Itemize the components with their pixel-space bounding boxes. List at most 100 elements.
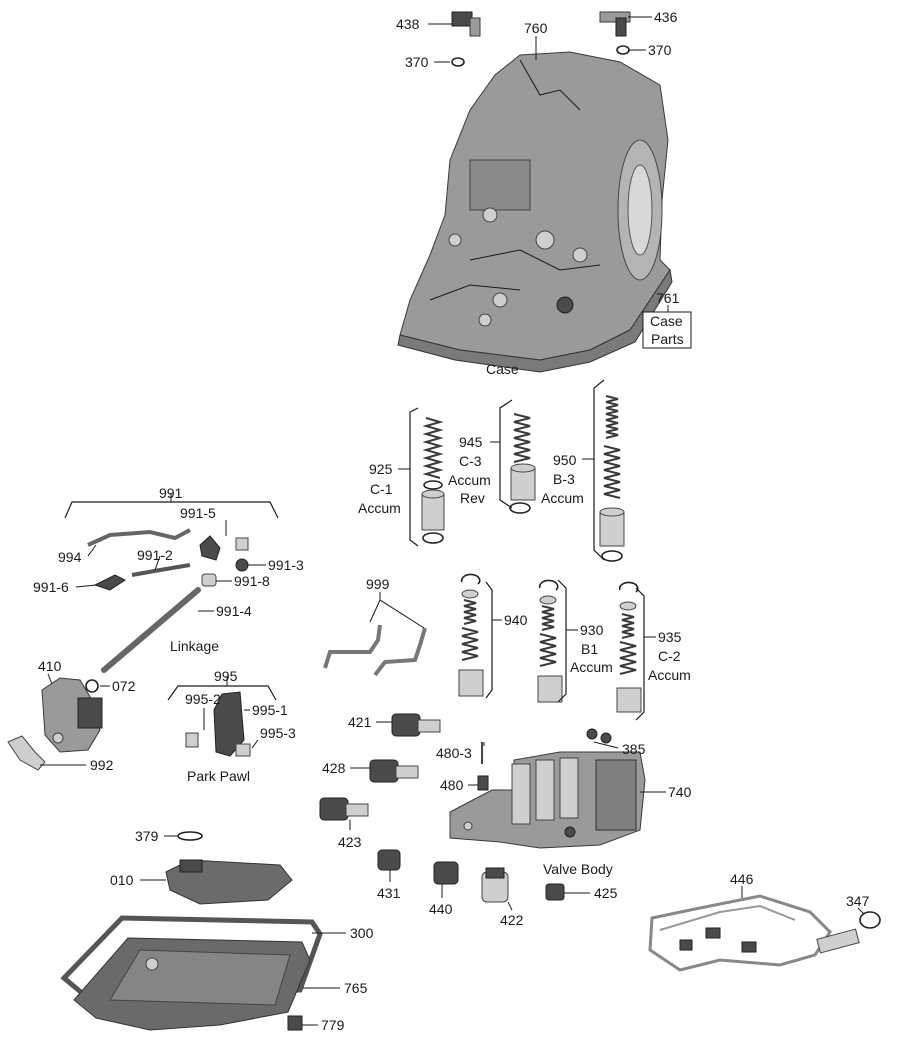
solenoid-431-illustration (377, 849, 401, 871)
label-945-rev: Rev (460, 490, 485, 506)
label-480: 480 (440, 777, 464, 793)
solenoid-421-illustration (391, 713, 441, 737)
accumulator-930-illustration (537, 579, 563, 703)
label-950-accum: Accum (541, 490, 584, 506)
accumulator-950-illustration (599, 395, 625, 562)
shaft-991-4-illustration (101, 587, 201, 673)
label-761-case: Case (650, 313, 683, 329)
label-995-2: 995-2 (185, 691, 221, 707)
label-940: 940 (504, 612, 528, 628)
linkage-994-illustration (87, 528, 191, 547)
switch-410-illustration (41, 677, 103, 753)
label-385: 385 (622, 741, 646, 757)
label-925-accum: Accum (358, 500, 401, 516)
label-991-5: 991-5 (180, 505, 216, 521)
check-ball-385-illustration (586, 728, 612, 744)
label-765: 765 (344, 980, 368, 996)
label-410: 410 (38, 658, 62, 674)
label-950-b3: B-3 (553, 471, 575, 487)
label-991: 991 (159, 485, 183, 501)
caption-park-pawl: Park Pawl (187, 768, 250, 784)
label-991-4: 991-4 (216, 603, 252, 619)
label-945: 945 (459, 434, 483, 450)
valve-body-illustration (449, 751, 646, 849)
label-761: 761 (656, 290, 680, 306)
park-pawl-illustration (185, 691, 251, 757)
sensor-436-illustration (599, 11, 631, 37)
label-010: 010 (110, 872, 134, 888)
label-930-b1: B1 (581, 641, 598, 657)
leader-lines (40, 16, 865, 1026)
linkage-991-3-illustration (235, 558, 249, 572)
label-300: 300 (350, 925, 374, 941)
label-370-right: 370 (648, 42, 672, 58)
label-347: 347 (846, 893, 870, 909)
label-440: 440 (429, 901, 453, 917)
linkage-991-2-illustration (131, 563, 191, 577)
label-779: 779 (321, 1017, 345, 1033)
label-480-3: 480-3 (436, 745, 472, 761)
wire-harness-illustration (648, 894, 860, 972)
label-945-accum: Accum (448, 472, 491, 488)
label-991-2: 991-2 (137, 547, 173, 563)
lever-992-illustration (7, 735, 46, 771)
solenoid-428-illustration (369, 759, 419, 783)
label-992: 992 (90, 757, 114, 773)
label-425: 425 (594, 885, 618, 901)
caption-linkage: Linkage (170, 638, 219, 654)
linkage-991-8-illustration (201, 573, 217, 587)
label-991-3: 991-3 (268, 557, 304, 573)
label-995: 995 (214, 668, 238, 684)
solenoid-422-illustration (481, 867, 509, 903)
accumulator-940-illustration (458, 573, 484, 697)
linkage-991-6-illustration (93, 574, 126, 591)
label-436: 436 (654, 9, 678, 25)
sensor-425-illustration (545, 883, 565, 901)
label-995-1: 995-1 (252, 702, 288, 718)
o-ring-370-right (616, 45, 630, 55)
oil-filter-illustration (165, 859, 293, 905)
linkage-991-5-illustration (199, 535, 249, 561)
label-428: 428 (322, 760, 346, 776)
label-438: 438 (396, 16, 420, 32)
label-991-8: 991-8 (234, 573, 270, 589)
label-422: 422 (500, 912, 524, 928)
label-935: 935 (658, 629, 682, 645)
oil-pan-illustration (73, 937, 311, 1031)
label-925: 925 (369, 461, 393, 477)
drain-plug-779-illustration (287, 1015, 303, 1031)
label-945-c3: C-3 (459, 453, 482, 469)
label-761-parts: Parts (651, 331, 684, 347)
label-379: 379 (135, 828, 159, 844)
label-423: 423 (338, 834, 362, 850)
solenoid-440-illustration (433, 861, 459, 885)
label-760: 760 (524, 20, 548, 36)
accumulator-925-illustration (421, 417, 445, 544)
label-421: 421 (348, 714, 372, 730)
o-ring-370-left (451, 57, 465, 67)
label-995-3: 995-3 (260, 725, 296, 741)
seal-072 (85, 679, 99, 693)
label-925-c1: C-1 (370, 481, 393, 497)
label-930: 930 (580, 622, 604, 638)
label-950: 950 (553, 452, 577, 468)
label-431: 431 (377, 885, 401, 901)
label-999: 999 (366, 576, 390, 592)
label-935-c2: C-2 (658, 648, 681, 664)
transmission-case-illustration (397, 51, 673, 373)
caption-case: Case (486, 361, 519, 377)
spring-999-illustration (323, 624, 427, 677)
seal-347 (859, 911, 881, 929)
caption-valve-body: Valve Body (543, 861, 613, 877)
accumulator-935-illustration (616, 581, 642, 713)
sensor-438-illustration (451, 11, 481, 37)
label-446: 446 (730, 871, 754, 887)
label-740: 740 (668, 784, 692, 800)
case-parts-box (642, 311, 692, 349)
label-991-6: 991-6 (33, 579, 69, 595)
o-ring-379 (177, 831, 203, 841)
label-370-left: 370 (405, 54, 429, 70)
label-994: 994 (58, 549, 82, 565)
